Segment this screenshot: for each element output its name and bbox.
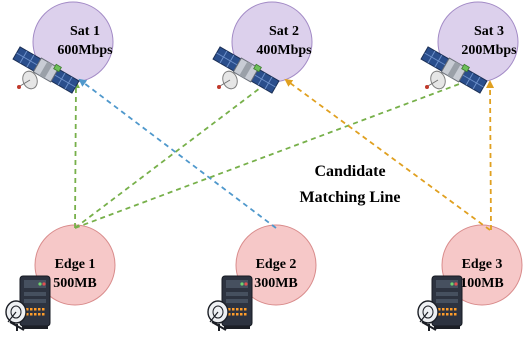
satellite-bandwidth: 600Mbps — [57, 43, 113, 58]
satellite-node-1: Sat 1 600Mbps — [32, 1, 114, 83]
link-edge2-sat1 — [78, 78, 277, 229]
edge-name: Edge 1 — [55, 257, 96, 272]
edge-node-2: Edge 2 300MB — [235, 224, 317, 306]
link-edge1-sat3 — [74, 78, 472, 229]
satellite-name: Sat 2 — [269, 24, 299, 39]
satellite-node-2: Sat 2 400Mbps — [231, 1, 313, 83]
caption: Candidate Matching Line — [300, 163, 401, 206]
edge-name: Edge 3 — [462, 257, 503, 272]
link-edge1-sat2 — [74, 80, 270, 229]
satellite-bandwidth: 400Mbps — [256, 43, 312, 58]
server-with-dish-icon — [207, 275, 253, 332]
edge-storage: 500MB — [53, 276, 97, 291]
satellite-nodes: Sat 1 600Mbps Sat 2 400Mbps Sat 3 200Mbp… — [32, 1, 519, 83]
caption-line-2: Matching Line — [300, 189, 401, 206]
link-edge3-sat2 — [284, 78, 491, 231]
satellite-name: Sat 3 — [474, 24, 504, 39]
edge-nodes: Edge 1 500MB Edge 2 300MB Edge 3 100MB — [34, 224, 523, 306]
candidate-matching-lines — [71, 78, 495, 231]
link-edge1-sat1 — [71, 80, 80, 229]
satellite-bandwidth: 200Mbps — [461, 43, 517, 58]
satellite-node-3: Sat 3 200Mbps — [437, 1, 519, 83]
edge-storage: 100MB — [460, 276, 504, 291]
caption-line-1: Candidate — [314, 163, 385, 180]
edge-circle — [235, 224, 317, 306]
edge-storage: 300MB — [254, 276, 298, 291]
server-with-dish-icon — [5, 275, 51, 332]
server-with-dish-icon — [417, 275, 463, 332]
edge-name: Edge 2 — [256, 257, 297, 272]
edge-node-1: Edge 1 500MB — [34, 224, 116, 306]
link-edge3-sat3 — [486, 80, 495, 231]
satellite-name: Sat 1 — [70, 24, 100, 39]
